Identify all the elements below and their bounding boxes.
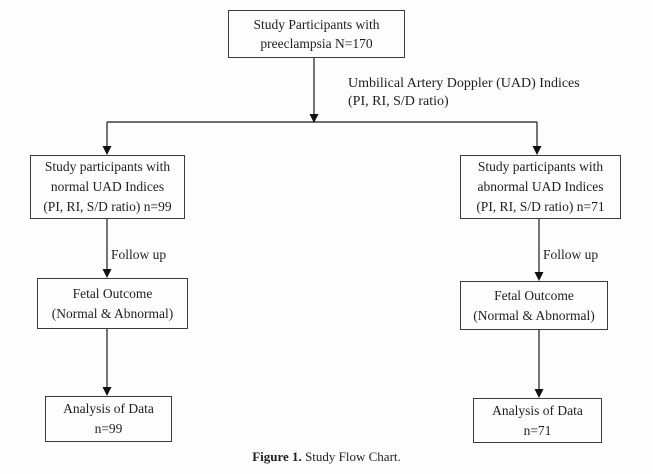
box-text-line: preeclampsia N=170	[260, 36, 373, 51]
connector-branch-right	[532, 122, 542, 155]
arrowhead-down-icon	[102, 387, 112, 396]
branch-annotation: Umbilical Artery Doppler (UAD) Indices (…	[348, 75, 580, 111]
connector-analysis-right	[534, 330, 544, 398]
flow-box-analysis-left: Analysis of Data n=99	[45, 396, 172, 442]
arrowhead-down-icon	[309, 114, 319, 123]
box-text-line: (PI, RI, S/D ratio) n=99	[43, 199, 172, 214]
follow-up-label-right: Follow up	[543, 247, 599, 262]
box-text-line: (PI, RI, S/D ratio) n=71	[476, 199, 605, 214]
annotation-line: (PI, RI, S/D ratio)	[348, 94, 449, 109]
arrowhead-down-icon	[534, 389, 544, 398]
box-text-line: n=71	[523, 422, 552, 438]
box-text-line: Study Participants with	[253, 17, 380, 32]
flow-box-abnormal-uad: Study participants with abnormal UAD Ind…	[460, 155, 621, 219]
figure-caption-label: Figure 1.	[252, 449, 302, 464]
figure-caption-text: Study Flow Chart.	[301, 449, 401, 464]
box-text-line: abnormal UAD Indices	[477, 179, 604, 194]
flow-box-analysis-right: Analysis of Data n=71	[473, 398, 602, 443]
box-text-line: (Normal & Abnormal)	[473, 307, 595, 323]
box-text-line: normal UAD Indices	[50, 179, 165, 194]
arrowhead-down-icon	[534, 272, 544, 281]
box-text-line: n=99	[94, 421, 123, 436]
box-text-line: Fetal Outcome	[72, 285, 153, 301]
box-text-line: (Normal & Abnormal)	[51, 305, 174, 321]
figure-caption: Figure 1. Study Flow Chart.	[0, 449, 653, 465]
arrowhead-down-icon	[102, 269, 112, 278]
flow-box-study-participants: Study Participants with preeclampsia N=1…	[228, 10, 405, 58]
connector-branch-left	[102, 122, 112, 155]
flow-box-fetal-outcome-left: Fetal Outcome (Normal & Abnormal)	[37, 278, 188, 329]
box-text-line: Fetal Outcome	[494, 287, 574, 303]
box-text-line: Analysis of Data	[63, 401, 154, 416]
connector-top-to-branch	[309, 58, 319, 123]
annotation-line: Umbilical Artery Doppler (UAD) Indices	[348, 76, 580, 91]
box-text-line: Study participants with	[477, 159, 604, 174]
arrowhead-down-icon	[532, 146, 542, 155]
box-text-line: Analysis of Data	[492, 402, 583, 418]
flow-box-fetal-outcome-right: Fetal Outcome (Normal & Abnormal)	[460, 281, 608, 330]
connector-analysis-left	[102, 329, 112, 396]
arrowhead-down-icon	[102, 146, 112, 155]
box-text-line: Study participants with	[44, 159, 171, 174]
follow-up-label-left: Follow up	[111, 247, 167, 262]
flow-box-normal-uad: Study participants with normal UAD Indic…	[30, 155, 185, 219]
